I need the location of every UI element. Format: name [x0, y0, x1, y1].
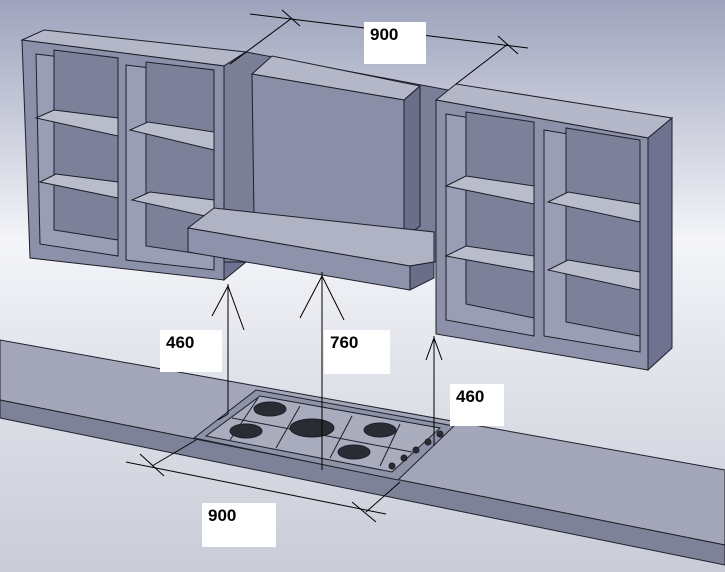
pan-support-line: [329, 415, 353, 459]
dim-top-ext: [229, 17, 293, 65]
control-knob: [412, 446, 420, 454]
dim-bottom-ext: [151, 439, 197, 467]
burner: [363, 422, 397, 438]
range-hood: [186, 51, 449, 291]
dim-bottom-ext: [365, 481, 401, 513]
right-shelf-1: [444, 175, 535, 205]
dimension-label-hood-clearance: 760: [324, 330, 390, 374]
dimension-label-top-width: 900: [364, 22, 426, 64]
countertop-front: [0, 399, 725, 566]
control-knob: [436, 430, 444, 438]
left-shelf-1: [34, 109, 119, 137]
left-cabinet-back-1: [53, 49, 119, 241]
right-cabinet-side: [647, 116, 673, 372]
dimension-label-right-clearance: 460: [450, 384, 504, 426]
dim-bottom-tick: [139, 453, 165, 477]
right-shelf-2: [444, 245, 535, 273]
control-knob: [388, 462, 396, 470]
gas-hob: [192, 389, 456, 481]
dimension-label-hob-width: 900: [202, 503, 276, 547]
right-cabinet-back-1: [465, 111, 535, 319]
left-shelf-4: [130, 191, 215, 219]
burner: [253, 401, 287, 417]
dimension-label-left-clearance: 460: [160, 330, 222, 372]
dim-right-arrow: [425, 336, 443, 361]
dim-bottom-line: [125, 461, 387, 515]
control-knob: [400, 454, 408, 462]
burner: [229, 423, 263, 439]
dim-top-tick: [497, 35, 519, 55]
dim-left-ext: [217, 413, 229, 421]
pan-support-line: [379, 423, 401, 467]
dim-top-tick: [281, 9, 301, 27]
left-shelf-3: [128, 121, 215, 151]
dimension-lines: [125, 9, 529, 523]
right-cabinet-back-2: [565, 127, 641, 337]
right-shelf-3: [546, 191, 641, 223]
right-wall-cabinet: [434, 83, 674, 372]
dim-bottom-tick: [351, 501, 377, 523]
dim-left-arrow: [211, 284, 245, 331]
left-shelf-2: [38, 173, 119, 199]
hood-chimney-face: [251, 73, 405, 239]
pan-support-line: [275, 405, 301, 449]
hood-chimney-side: [403, 84, 421, 239]
dim-center-arrow: [299, 274, 345, 321]
hood-canopy-side: [409, 261, 435, 291]
burner: [337, 444, 371, 460]
dim-top-ext: [455, 43, 509, 85]
right-shelf-4: [546, 259, 641, 291]
control-knob: [424, 438, 432, 446]
burner-wok: [289, 418, 335, 438]
